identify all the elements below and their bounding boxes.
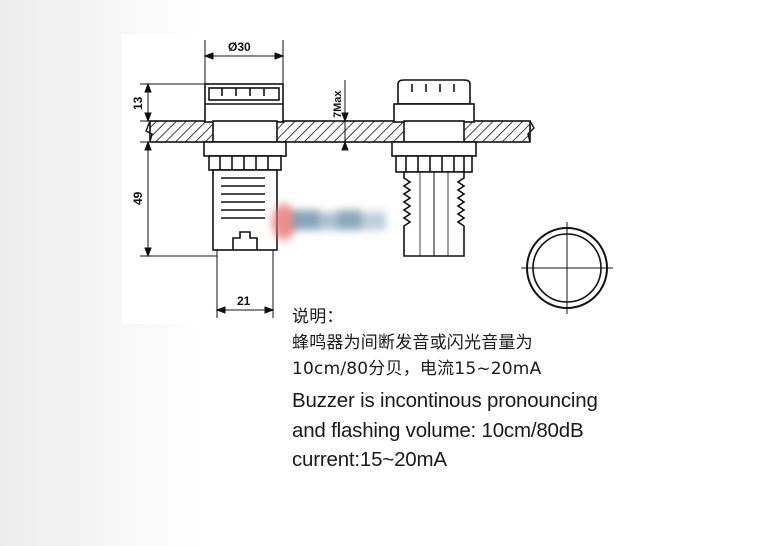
notes-title-cn: 说明： [292,307,344,327]
blurred-watermark [272,204,386,240]
notes-line2-en: and flashing volume: 10cm/80dB [292,418,584,442]
drawing-backdrop [122,34,642,324]
dimension-lines [140,40,349,314]
dim-diameter-label: Ø30 [228,40,251,54]
dim-body-height-label: 49 [131,191,145,205]
side-view-right [391,79,477,257]
notes-line1-cn: 蜂鸣器为间断发音或闪光音量为 [292,333,533,353]
notes-line1-en: Buzzer is incontinous pronouncing [292,389,598,412]
dim-width-label: 21 [237,294,251,308]
front-view [521,222,613,314]
notes-line3-en: current:15~20mA [292,448,447,471]
spec-notes: 说明： 蜂鸣器为间断发音或闪光音量为 10cm/80分贝，电流15~20mA B… [292,304,742,475]
dim-max-panel-label: 7Max [332,90,344,118]
notes-line2-cn: 10cm/80分贝，电流15~20mA [292,359,542,379]
dim-top-height-label: 13 [131,96,145,110]
mounting-panel [145,120,535,143]
